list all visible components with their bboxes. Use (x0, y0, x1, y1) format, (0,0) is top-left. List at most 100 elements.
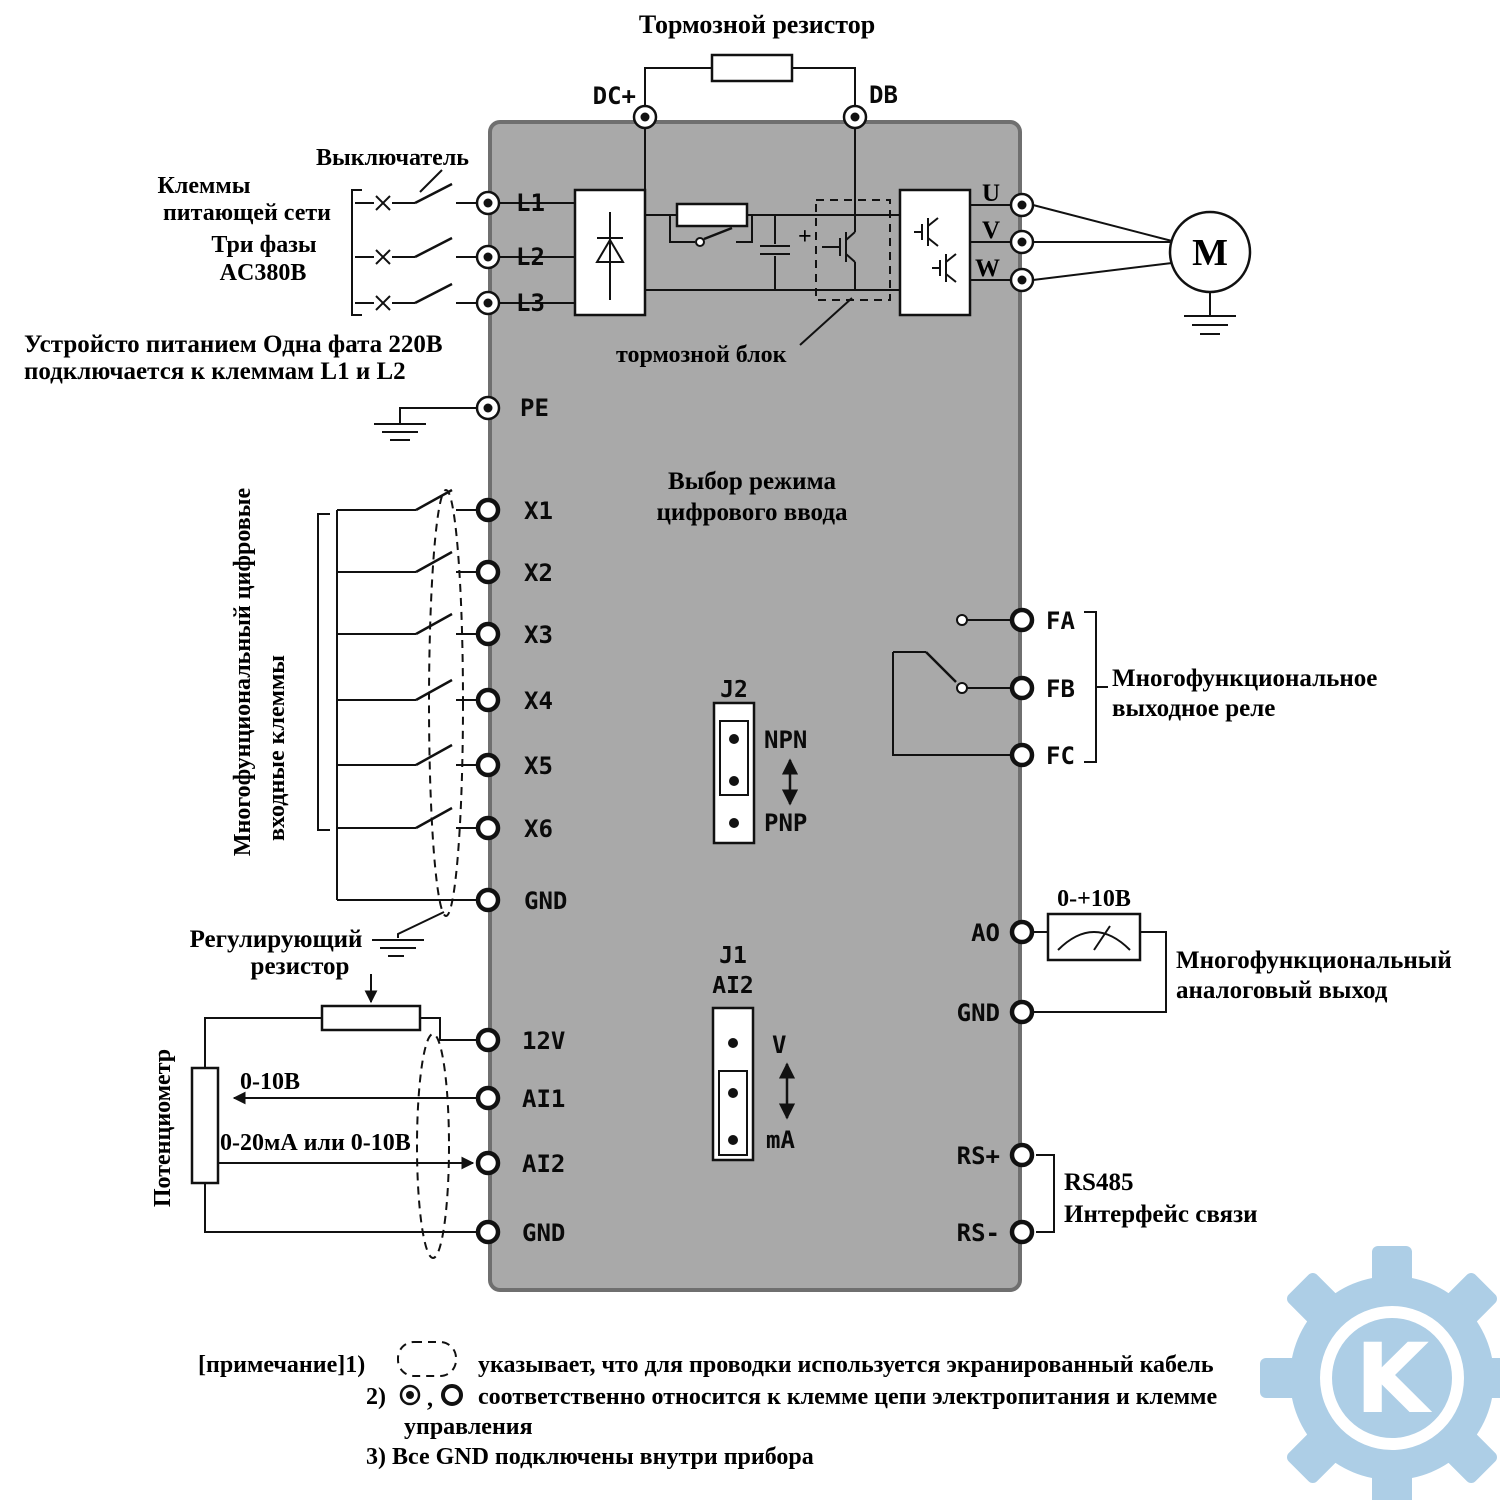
terminal-gnd-digital (475, 887, 501, 913)
terminal-rs-plus (1009, 1142, 1035, 1168)
digital-inputs: Выбор режима цифрового ввода Многофунцио… (230, 468, 848, 957)
rs-bracket (1036, 1154, 1055, 1233)
note2-comma: , (427, 1386, 433, 1412)
x4-label: X4 (524, 687, 553, 715)
w-label: W (975, 255, 1000, 282)
mode-select-2: цифрового ввода (657, 499, 848, 526)
motor: M (1032, 204, 1252, 335)
rs485-interface: RS+ RS- RS485 Интерфейс связи (957, 1142, 1258, 1247)
brake-chopper-box (815, 199, 891, 301)
adj-resistor-symbol (320, 1004, 422, 1032)
note1-prefix: [примечание]1) (198, 1352, 365, 1378)
switch-x2 (337, 550, 478, 574)
note2-prefix: 2) (366, 1384, 386, 1410)
u-label: U (982, 180, 1000, 207)
12v-label: 12V (522, 1027, 565, 1055)
analog-out-label-1: Многофункциональный (1176, 947, 1452, 974)
switch-l2 (355, 236, 477, 265)
rs485-label-2: Интерфейс связи (1064, 1201, 1258, 1228)
switch-label: Выключатель (316, 145, 469, 171)
l1-label: L1 (516, 189, 545, 217)
j1-label: J1 (719, 943, 747, 969)
rs485-label-1: RS485 (1064, 1169, 1133, 1196)
terminal-fc (1009, 742, 1035, 768)
v-label: V (982, 217, 1000, 244)
l2-label: L2 (516, 243, 545, 271)
ma-option-label: mA (766, 1126, 795, 1154)
digital-bracket (317, 513, 330, 831)
rs-plus-label: RS+ (957, 1142, 1000, 1170)
terminal-x6 (475, 815, 501, 841)
x3-label: X3 (524, 621, 553, 649)
terminal-gnd-analog (475, 1219, 501, 1245)
analog-shield-cable (416, 1033, 450, 1259)
relay-label-1: Многофункциональное (1112, 665, 1377, 692)
terminal-x4 (475, 687, 501, 713)
j2-label: J2 (720, 677, 748, 703)
terminal-l3 (475, 290, 501, 316)
mains-input: Выключатель Клеммы питающей сети Три фаз… (24, 145, 477, 441)
jumper-j1: J1 AI2 V mA (711, 943, 795, 1162)
ai1-label: AI1 (522, 1085, 565, 1113)
switch-x3 (337, 612, 478, 636)
gear-logo-watermark: K (1260, 1246, 1500, 1500)
relay-bracket (1084, 611, 1108, 763)
potentiometer-label: Потенциометр (150, 1049, 176, 1207)
terminal-l1 (475, 190, 501, 216)
gnd-analog-label: GND (522, 1219, 565, 1247)
note2-text: соответственно относится к клемме цепи э… (478, 1384, 1217, 1410)
brake-unit-label: тормозной блок (616, 342, 787, 368)
switch-l3 (355, 282, 477, 311)
control-terminals (475, 497, 1035, 1245)
fc-label: FC (1046, 742, 1075, 770)
adj-resistor-label-1: Регулирующий (190, 926, 363, 953)
switch-l1 (355, 182, 477, 211)
switch-x1 (337, 488, 478, 512)
pe-ground (374, 407, 477, 441)
note2-text-cont: управления (404, 1414, 533, 1440)
mains-label-1: Клеммы (158, 173, 251, 199)
digital-shield-cable (428, 489, 464, 917)
terminal-gnd-ao (1009, 999, 1035, 1025)
terminal-ao (1009, 919, 1035, 945)
jumper-j2: J2 NPN PNP (712, 677, 807, 845)
digital-side-label-1: Многофунциональный цифровые (230, 488, 256, 857)
bypass-contact (669, 215, 753, 247)
brake-chopper-igbt (822, 128, 856, 290)
power-terminals (475, 104, 1035, 421)
terminal-dc-plus (632, 104, 658, 130)
dc-bus-capacitor: + (760, 215, 812, 290)
watermark-letter: K (1355, 1323, 1433, 1435)
v-option-label: V (772, 1031, 786, 1059)
motor-letter: M (1192, 232, 1228, 274)
ai1-range-label: 0-10В (240, 1069, 300, 1095)
x6-label: X6 (524, 815, 553, 843)
terminal-12v (475, 1027, 501, 1053)
capacitor-plus: + (798, 224, 812, 250)
motor-ground (1184, 292, 1236, 335)
shield-cable-icon (397, 1341, 457, 1377)
digital-side-label-2: входные клеммы (264, 655, 290, 841)
ao-range-label: 0-+10В (1057, 886, 1131, 912)
db-label: DB (869, 81, 898, 109)
note3-text: 3) Все GND подключены внутри прибора (366, 1444, 814, 1470)
terminal-u (1009, 192, 1035, 218)
voltmeter-symbol (1046, 912, 1142, 962)
inverter-igbt-symbols (914, 217, 957, 283)
control-terminal-icon (441, 1384, 463, 1406)
potentiometer-symbol (190, 1066, 220, 1185)
terminal-x3 (475, 621, 501, 647)
terminal-x2 (475, 559, 501, 585)
mains-label-3: Три фазы (211, 232, 317, 258)
ai2-range-label: 0-20мА или 0-10В (220, 1130, 411, 1156)
npn-label: NPN (764, 726, 807, 754)
ao-label: AO (971, 919, 1000, 947)
switch-x4 (337, 678, 478, 702)
pnp-label: PNP (764, 809, 807, 837)
terminal-x1 (475, 497, 501, 523)
single-phase-note-2: подключается к клеммам L1 и L2 (24, 358, 406, 385)
terminal-rs-minus (1009, 1219, 1035, 1245)
inverter-block (898, 188, 972, 317)
terminal-pe (475, 395, 501, 421)
